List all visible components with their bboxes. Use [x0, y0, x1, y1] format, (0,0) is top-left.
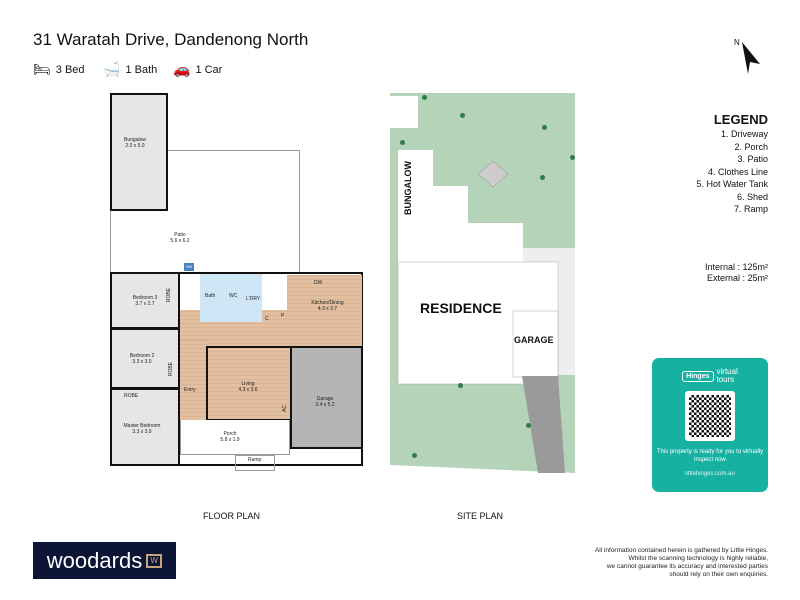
- entry: [178, 340, 208, 420]
- legend: LEGEND 1. Driveway 2. Porch 3. Patio 4. …: [696, 112, 768, 216]
- bed-icon: 🛏: [33, 61, 51, 77]
- hot-water-label: HW: [184, 263, 194, 271]
- ramp-label: Ramp: [248, 457, 262, 463]
- tree-icon: [570, 155, 575, 160]
- logo-mark-icon: W: [146, 553, 163, 568]
- legend-item: 6. Shed: [736, 191, 768, 202]
- bungalow-site-label: BUNGALOW: [403, 161, 413, 215]
- woodards-logo: woodards W: [33, 542, 176, 579]
- ac-label: AC: [282, 405, 288, 412]
- entry-label: Entry: [184, 387, 196, 393]
- page-title: 31 Waratah Drive, Dandenong North: [33, 30, 309, 49]
- legend-item: 5. Hot Water Tank: [696, 179, 768, 189]
- garage-site-label: GARAGE: [514, 335, 554, 345]
- legend-item: 4. Clothes Line: [707, 166, 768, 177]
- bath-label: Bath: [205, 293, 216, 299]
- tree-icon: [540, 175, 545, 180]
- residence-label: RESIDENCE: [420, 300, 502, 316]
- tree-icon: [412, 453, 417, 458]
- compass: N: [734, 32, 760, 74]
- room-garage: [290, 346, 363, 449]
- tree-icon: [460, 113, 465, 118]
- room-bath-wc-laundry: [200, 274, 262, 322]
- wc-label: WC: [229, 293, 238, 299]
- feature-bath: 🛁1 Bath: [103, 61, 158, 77]
- tree-icon: [422, 95, 427, 100]
- room-master-bedroom: [110, 388, 180, 466]
- disclaimer: All information contained herein is gath…: [594, 547, 768, 578]
- qr-code[interactable]: [685, 391, 735, 441]
- legend-title: LEGEND: [713, 112, 768, 127]
- tree-icon: [458, 383, 463, 388]
- site-plan-caption: SITE PLAN: [457, 511, 504, 521]
- pantry-label: P: [281, 313, 285, 319]
- legend-item: 7. Ramp: [733, 204, 768, 214]
- robe-label: ROBE: [124, 393, 139, 399]
- bath-icon: 🛁: [103, 61, 121, 77]
- feature-bed: 🛏3 Bed: [33, 61, 85, 77]
- room-bedroom2: [110, 328, 180, 389]
- floor-plan-caption: FLOOR PLAN: [203, 511, 261, 521]
- area-summary: Internal : 125m² External : 25m²: [704, 262, 768, 283]
- north-arrow-icon: [742, 42, 760, 74]
- tree-icon: [542, 125, 547, 130]
- legend-item: 3. Patio: [737, 154, 768, 164]
- tree-icon: [400, 140, 405, 145]
- site-plan-map: [390, 93, 575, 473]
- robe-label: ROBE: [168, 362, 174, 377]
- laundry-label: L'DRY: [246, 296, 261, 302]
- tree-icon: [526, 423, 531, 428]
- room-bungalow: [110, 93, 168, 211]
- cupboard-label: C: [265, 316, 269, 322]
- site-plan: BUNGALOW RESIDENCE GARAGE: [390, 93, 575, 473]
- room-kitchen: [287, 275, 362, 347]
- tour-link[interactable]: littlehinges.com.au: [685, 471, 735, 477]
- car-icon: 🚗: [173, 61, 191, 77]
- porch: [180, 420, 290, 455]
- robe-label: ROBE: [166, 288, 172, 303]
- legend-item: 1. Driveway: [720, 129, 768, 139]
- feature-car: 🚗1 Car: [173, 61, 223, 77]
- tour-text: This property is ready for you to virtua…: [656, 449, 764, 463]
- dishwasher-label: DW: [314, 280, 323, 286]
- ramp: [235, 455, 275, 471]
- legend-item: 2. Porch: [734, 141, 768, 152]
